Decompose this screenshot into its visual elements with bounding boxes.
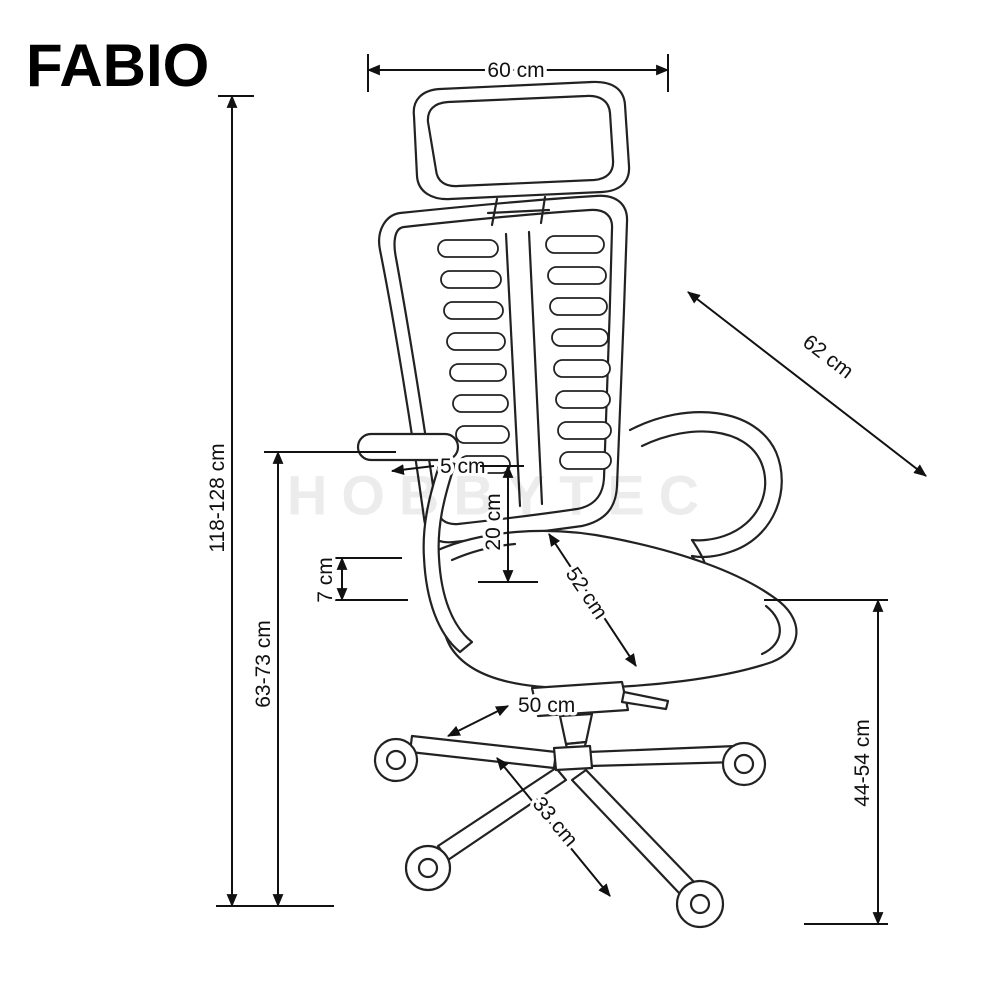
- base-leg-left: [408, 734, 558, 770]
- seat-front-edge: [760, 604, 781, 656]
- dim-armrest-adjust-range: 7 cm: [311, 554, 408, 606]
- dim-label: 7 cm: [314, 557, 337, 603]
- dim-total-height: 118-128 cm: [203, 94, 334, 908]
- mesh-slot: [440, 270, 502, 289]
- mesh-spine-line: [504, 232, 522, 508]
- dim-label: 44-54 cm: [851, 719, 874, 807]
- dimension-arrow: [548, 533, 637, 667]
- dim-pad-thickness: 5 cm: [390, 452, 489, 482]
- dim-label: 50 cm: [518, 694, 575, 717]
- mesh-slot: [545, 235, 605, 254]
- headrest: [412, 80, 631, 201]
- dim-top-width: 60 cm: [366, 54, 670, 92]
- dim-back-to-seat: 20 cm: [478, 464, 538, 584]
- dimension-arrow: [447, 705, 509, 737]
- leader-arrow: [390, 464, 435, 475]
- dim-seat-width: 50 cm: [447, 691, 579, 737]
- base-leg-front-right: [570, 768, 696, 896]
- seat: [436, 529, 798, 690]
- gas-lift-upper: [558, 712, 594, 746]
- caster-wheel: [404, 844, 452, 892]
- left-armrest-support: [422, 458, 474, 654]
- caster-wheel: [675, 879, 725, 929]
- mesh-slot: [458, 455, 511, 474]
- chair-drawing: [356, 80, 798, 929]
- dim-seat-height: 44-54 cm: [764, 598, 888, 926]
- mesh-slot: [559, 451, 612, 470]
- mesh-slot: [449, 363, 507, 382]
- dim-label: 118-128 cm: [206, 443, 229, 552]
- dim-label: 5 cm: [440, 455, 486, 478]
- headrest-stem: [486, 195, 551, 227]
- caster-outer: [404, 844, 452, 892]
- mesh-slot: [443, 301, 504, 320]
- dim-label: 20 cm: [482, 493, 505, 550]
- tilt-lever: [620, 690, 670, 711]
- base-hub: [552, 744, 594, 772]
- base-leg-right: [586, 744, 740, 768]
- right-armrest-outer: [628, 411, 783, 559]
- right-armrest-inner: [640, 430, 767, 542]
- mesh-slot: [551, 328, 609, 347]
- mesh-spine-line: [527, 230, 544, 506]
- caster-inner: [689, 893, 711, 915]
- dim-label: 60 cm: [487, 59, 544, 82]
- dim-backrest-diagonal: 62 cm: [687, 291, 927, 477]
- headrest-inner-frame: [426, 94, 615, 188]
- caster-wheel: [721, 741, 767, 787]
- caster-outer: [675, 879, 725, 929]
- dim-label: 63-73 cm: [252, 620, 275, 708]
- mesh-slot: [557, 421, 612, 440]
- caster-inner: [733, 753, 755, 775]
- mesh-slot: [437, 239, 499, 258]
- caster-inner: [417, 857, 439, 879]
- caster-outer: [721, 741, 767, 787]
- base-star: [408, 734, 740, 896]
- dim-armrest-floor-height: 63-73 cm: [249, 450, 396, 908]
- backrest-inner-frame: [393, 208, 614, 526]
- mesh-slot: [553, 359, 611, 378]
- left-armrest: [356, 432, 474, 654]
- caster-wheel: [373, 737, 419, 783]
- dim-label: 33 cm: [528, 793, 582, 852]
- caster-outer: [373, 737, 419, 783]
- casters: [373, 737, 767, 929]
- left-armrest-pad: [356, 432, 460, 462]
- mesh-slot: [555, 390, 611, 409]
- caster-inner: [385, 749, 407, 771]
- stem-line: [486, 208, 551, 215]
- dimension-arrow: [496, 757, 611, 897]
- mesh-slot: [549, 297, 608, 316]
- dim-label: 62 cm: [798, 330, 857, 383]
- mesh-slot: [547, 266, 607, 285]
- mesh-slot: [446, 332, 506, 351]
- seat-mechanism: [530, 680, 630, 718]
- mesh-slot: [452, 394, 509, 413]
- dimension-arrow: [687, 291, 927, 477]
- backrest-mesh: [437, 230, 612, 508]
- product-title: FABIO: [26, 32, 210, 99]
- mesh-slot: [455, 425, 510, 444]
